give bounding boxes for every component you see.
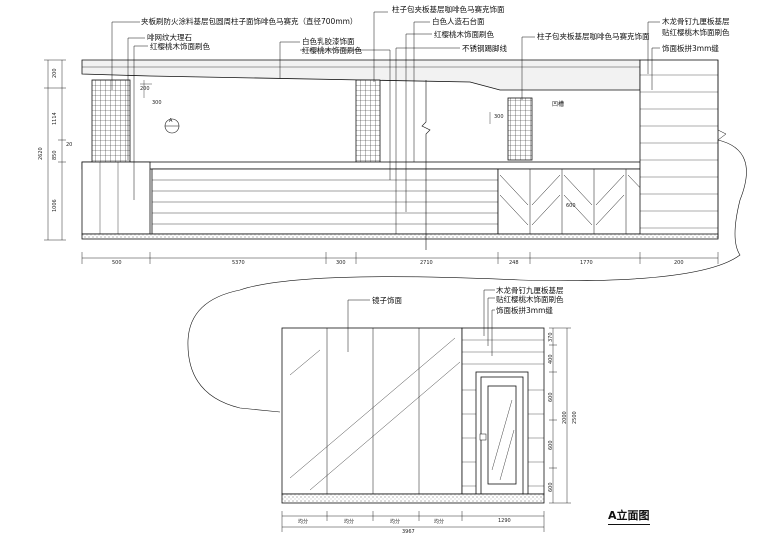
dim-inline-2: 300	[494, 114, 504, 120]
dim-bottom-5: 1770	[580, 260, 593, 266]
dim-lower-right-5: 600	[548, 482, 554, 492]
mosaic-column-1	[91, 79, 131, 163]
label-red-oak-finish-4: 贴红樱桃木饰面刷色	[662, 28, 730, 37]
dim-bottom-1: 5370	[232, 260, 245, 266]
mosaic-column-2	[355, 79, 381, 163]
dim-lower-total: 3967	[402, 529, 415, 535]
dim-lower-bottom-0: 均分	[298, 519, 309, 525]
drawing-title: A立面图	[608, 507, 650, 525]
label-white-stone: 白色人造石台面	[432, 17, 485, 26]
label-mirror: 镜子饰面	[372, 296, 402, 305]
label-red-oak-finish-2: 红樱桃木饰面刷色	[302, 46, 362, 55]
dim-inline-0: 200	[140, 86, 150, 92]
label-recess: 凹槽	[552, 101, 565, 108]
mosaic-column-3	[507, 97, 533, 161]
label-keel-board: 木龙骨钉九厘板基层	[662, 17, 730, 26]
dim-bottom-2: 300	[336, 260, 346, 266]
dim-lower-bottom-4: 1290	[498, 518, 511, 524]
label-latex-paint: 白色乳胶漆饰面	[302, 37, 355, 46]
dim-lower-right-2: 600	[548, 392, 554, 402]
dim-lower-right-4: 2000	[562, 411, 568, 424]
label-red-oak-lower: 贴红樱桃木饰面刷色	[496, 295, 564, 304]
lower-elevation	[281, 289, 571, 532]
label-column-base: 夹板刷防火涂料基层包圆周柱子面饰啡色马赛克（直径700mm）	[141, 17, 358, 26]
dim-left-4: 850	[52, 150, 58, 160]
dim-lower-bottom-2: 均分	[390, 519, 401, 525]
dim-bottom-4: 248	[509, 260, 519, 266]
label-column-wrap-2: 柱子包夹板基层咖啡色马赛克饰面	[537, 32, 650, 41]
dim-lower-right-1: 400	[548, 354, 554, 364]
dim-left-5: 1006	[52, 199, 58, 212]
dim-left-0: 200	[52, 68, 58, 78]
label-red-oak-finish: 红樱桃木饰面刷色	[150, 42, 210, 51]
label-panel-joint-lower: 饰面板拼3mm缝	[496, 306, 553, 315]
label-column-wrap: 柱子包夹板基层咖啡色马赛克饰面	[392, 5, 505, 14]
dim-lower-right-3: 600	[548, 440, 554, 450]
dim-inline-1: 300	[152, 100, 162, 106]
dim-lower-overall: 2500	[572, 411, 578, 424]
dim-left-3: 20	[66, 142, 73, 148]
dim-inline-3: 600	[566, 203, 576, 209]
dim-lower-right-0: 370	[548, 332, 554, 342]
label-panel-joint: 饰面板拼3mm缝	[662, 44, 719, 53]
label-keel-board-lower: 木龙骨钉九厘板基层	[496, 286, 564, 295]
dim-left-2: 2620	[38, 147, 44, 160]
upper-elevation	[44, 11, 747, 413]
label-red-oak-finish-3: 红樱桃木饰面刷色	[434, 30, 494, 39]
dim-lower-bottom-1: 均分	[344, 519, 355, 525]
label-steel-kick: 不锈钢踢脚线	[462, 44, 507, 53]
marker-a-label: A	[169, 118, 173, 124]
dim-bottom-3: 2710	[420, 260, 433, 266]
dim-left-1: 1114	[52, 112, 58, 125]
dim-bottom-0: 500	[112, 260, 122, 266]
dim-bottom-6: 200	[674, 260, 684, 266]
dim-lower-bottom-3: 均分	[434, 519, 445, 525]
label-marble: 啡网纹大理石	[147, 33, 192, 42]
